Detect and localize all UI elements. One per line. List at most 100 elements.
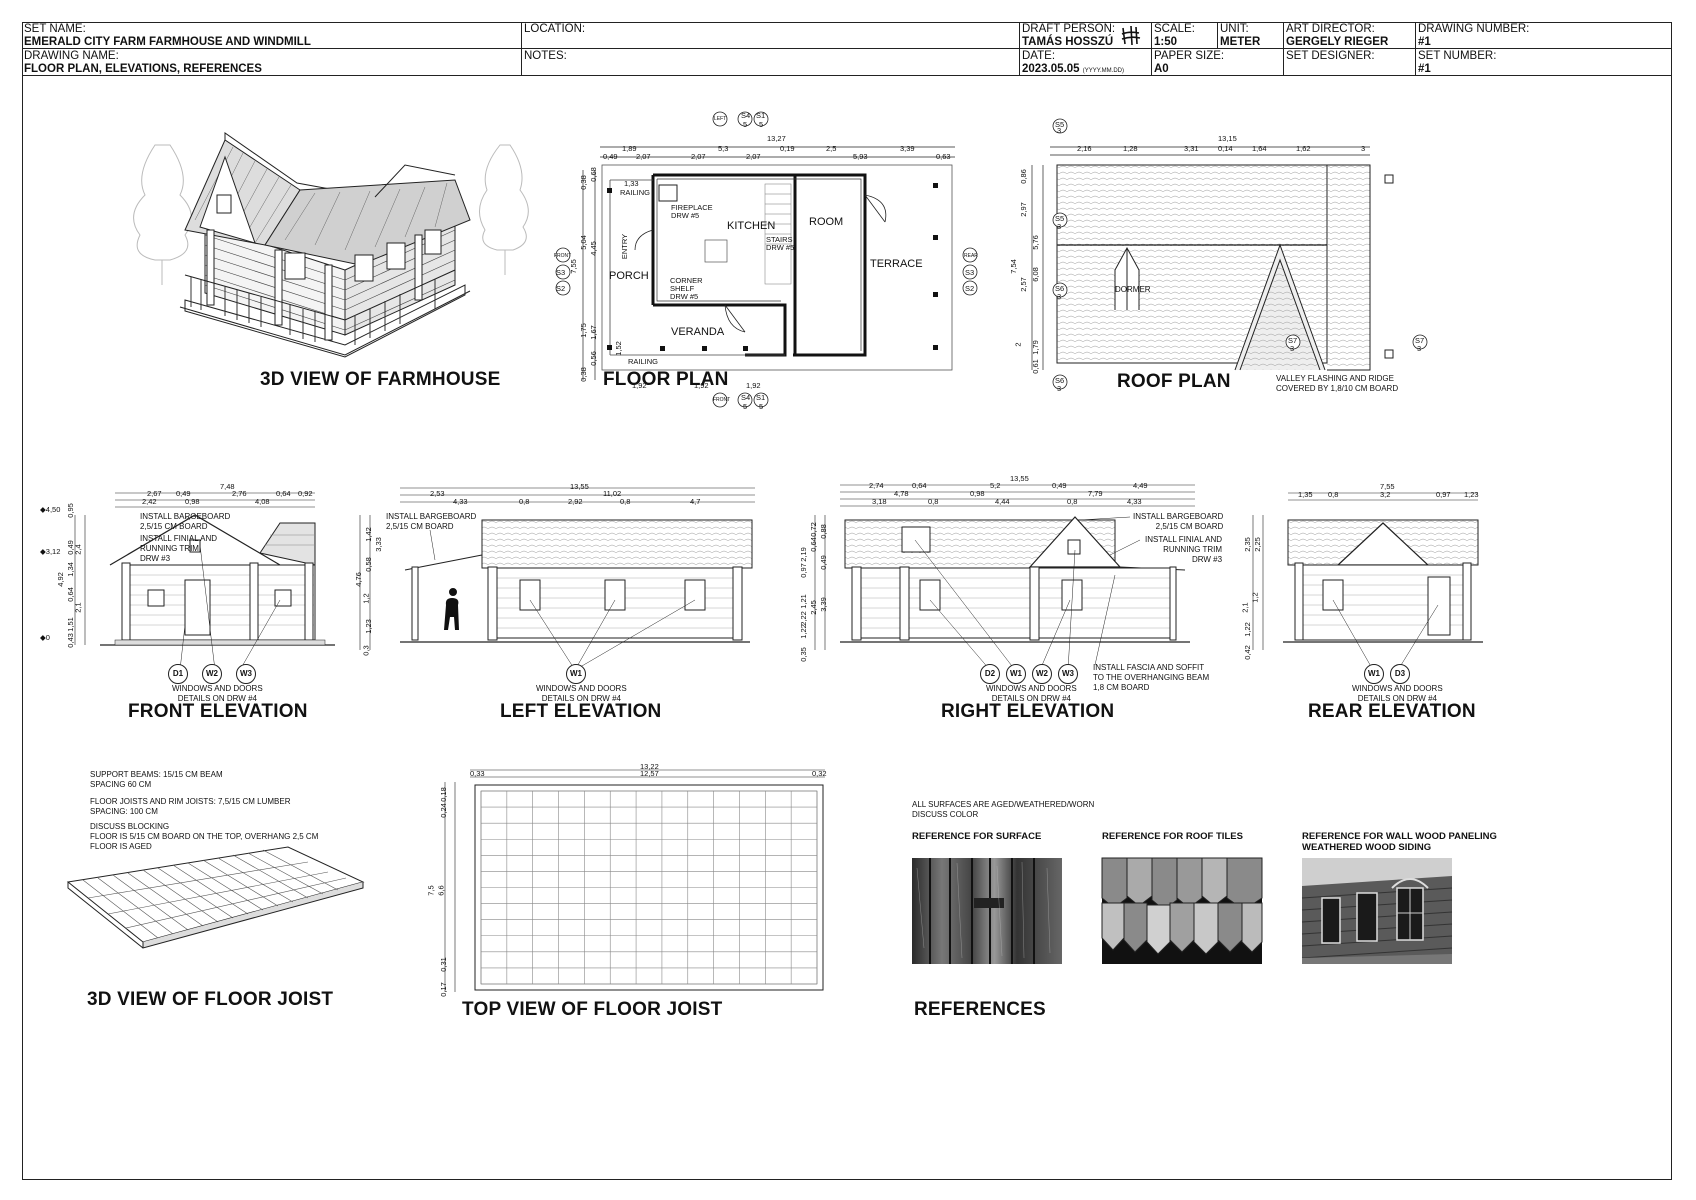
le-ref-note: WINDOWS AND DOORS DETAILS ON DRW #4 [536, 684, 627, 703]
rr-dim-side-b: 2,25 [1252, 537, 1262, 552]
set-designer-cell: SET DESIGNER: [1284, 49, 1416, 76]
fe-tag-w3: W3 [236, 664, 256, 684]
le-dim-side-e: 1,2 [361, 593, 371, 604]
fp-dim-top2-d: 2,5 [826, 144, 837, 153]
fp-room-room: ROOM [809, 216, 844, 228]
fp-dim-top3-b: 2,07 [636, 152, 651, 161]
fp-railing-dim: 1,33 [624, 179, 639, 188]
re-dim-top3-a: 4,78 [894, 489, 909, 498]
re-tag-w3: W3 [1058, 664, 1078, 684]
fp-dim-bottom-b: 1,92 [694, 381, 709, 390]
fe-dim-side-d: 2,4 [73, 544, 83, 555]
fp-railing-top: RAILING [620, 188, 651, 197]
rp-dim-top2-a: 2,16 [1077, 144, 1092, 153]
rp-marker-s5-mid: S5 [1055, 214, 1065, 223]
le-dim-top3-c: 2,92 [568, 497, 583, 506]
le-dim-top2-b: 11,02 [603, 489, 622, 498]
scale-label: SCALE: [1154, 23, 1195, 35]
fp-marker-left: LEFT [714, 116, 727, 122]
set-number: #1 [1418, 63, 1431, 75]
fp-dim-top3-d: 2,07 [746, 152, 761, 161]
fp-dim-bottom-a: 1,92 [632, 381, 647, 390]
rr-dim-top2-c: 3,2 [1380, 490, 1391, 499]
re-dim-side-c: 0,88 [818, 524, 828, 539]
ref-roof-tiles-photo [1101, 857, 1263, 964]
rr-dim-side-e: 1,22 [1242, 622, 1252, 637]
fe-dim-top2-a: 2,67 [147, 489, 162, 498]
location-label: LOCATION: [524, 23, 586, 35]
fe-level-c: ◆0 [40, 633, 50, 642]
rear-elevation-title: REAR ELEVATION [1308, 701, 1476, 722]
joist-note-3: FLOOR JOISTS AND RIM JOISTS: 7,5/15 CM L… [90, 797, 291, 806]
le-dim-top2-a: 2,53 [430, 489, 445, 498]
roof-plan-title: ROOF PLAN [1117, 371, 1231, 392]
fp-note-entry: ENTRY [620, 233, 630, 260]
date-format: (YYYY.MM.DD) [1082, 68, 1124, 74]
fe-ref-note: WINDOWS AND DOORS DETAILS ON DRW #4 [172, 684, 263, 703]
fp-marker-s3-right: S3 [965, 268, 975, 277]
rp-dim-side2-d: 6,08 [1030, 267, 1040, 282]
rp-dim-top2-c: 3,31 [1184, 144, 1199, 153]
le-dim-top3-a: 4,33 [453, 497, 468, 506]
unit: METER [1220, 36, 1261, 48]
fp-marker-s2-left: S2 [556, 284, 566, 293]
fp-dim-top2-e: 3,39 [900, 144, 915, 153]
title-block: SET NAME: EMERALD CITY FARM FARMHOUSE AN… [22, 22, 1672, 76]
re-dim-top2-c: 5,2 [990, 481, 1001, 490]
re-dim-side-f: 0,97 [798, 563, 808, 578]
fe-dim-top2-e: 0,92 [298, 489, 313, 498]
re-tag-w2: W2 [1032, 664, 1052, 684]
fp-marker-s2-right: S2 [965, 284, 975, 293]
fp-marker-s1-top: S1 [756, 111, 766, 120]
fe-dim-side-h: 1,51 [65, 617, 75, 632]
rr-dim-top2-b: 0,8 [1328, 490, 1339, 499]
paper-size-cell: PAPER SIZE: A0 [1152, 49, 1284, 76]
rp-marker-s7-b: S7 [1415, 336, 1425, 345]
rp-dim-top2-f: 1,62 [1296, 144, 1311, 153]
fp-dim-side: 7,55 [568, 259, 578, 274]
re-dim-side-g: 1,21 [798, 594, 808, 609]
rp-marker-n3-s7a: 3 [1290, 344, 1295, 353]
fp-room-terrace: TERRACE [870, 258, 923, 270]
rp-dim-side2-a: 0,86 [1018, 169, 1028, 184]
le-dim-side-f: 1,23 [363, 619, 373, 634]
le-dim-top3-e: 4,7 [690, 497, 701, 506]
signature-icon [1121, 25, 1141, 46]
floor-plan-drawing [555, 111, 978, 408]
joist-3d-title: 3D VIEW OF FLOOR JOIST [87, 989, 334, 1010]
fp-dim-top2-c: 0,19 [780, 144, 795, 153]
joist-grid [480, 790, 818, 985]
fe-dim-side-c: 1,34 [65, 562, 75, 577]
fp-room-veranda: VERANDA [671, 326, 725, 338]
unit-label: UNIT: [1220, 23, 1249, 35]
jt-dim-side2-d: 0,31 [438, 957, 448, 972]
rr-dim-top2-d: 0,97 [1436, 490, 1451, 499]
fp-dim-side2-a: 0,38 [578, 175, 588, 190]
fp-room-porch: PORCH [609, 270, 649, 282]
le-dim-side-c: 3,33 [373, 537, 383, 552]
rp-dim-side2-c: 5,76 [1030, 235, 1040, 250]
art-director-cell: ART DIRECTOR: GERGELY RIEGER [1284, 22, 1416, 49]
rr-dim-top2-e: 1,23 [1464, 490, 1479, 499]
joist-note-1: SUPPORT BEAMS: 15/15 CM BEAM [90, 770, 223, 779]
re-dim-side-d: 2,19 [798, 547, 808, 562]
set-number-cell: SET NUMBER: #1 [1416, 49, 1672, 76]
rp-marker-n3-mid: 3 [1057, 222, 1062, 231]
fp-dim-top3-c: 2,07 [691, 152, 706, 161]
fp-dim-top3-e: 5,93 [853, 152, 868, 161]
fp-marker-s4-bottom: S4 [741, 393, 751, 402]
fp-room-kitchen: KITCHEN [727, 220, 776, 232]
drawing-sheet-border [22, 22, 1672, 1180]
fp-dim-top3-f: 0,63 [936, 152, 951, 161]
jt-dim-side2-e: 0,17 [438, 982, 448, 997]
rp-valley-note: VALLEY FLASHING AND RIDGE COVERED BY 1,8… [1276, 374, 1399, 393]
roof-plan-drawing [1031, 118, 1428, 390]
le-dim-side-a: 1,42 [363, 527, 373, 542]
joist-note-7: FLOOR IS AGED [90, 842, 152, 851]
rp-dim-side2-f: 2 [1013, 342, 1023, 347]
drawing-number-label: DRAWING NUMBER: [1418, 23, 1530, 35]
re-dim-top4-d: 0,8 [1067, 497, 1078, 506]
unit-cell: UNIT: METER [1218, 22, 1284, 49]
rr-tag-d3: D3 [1390, 664, 1410, 684]
fe-dim-top2-b: 0,49 [176, 489, 191, 498]
